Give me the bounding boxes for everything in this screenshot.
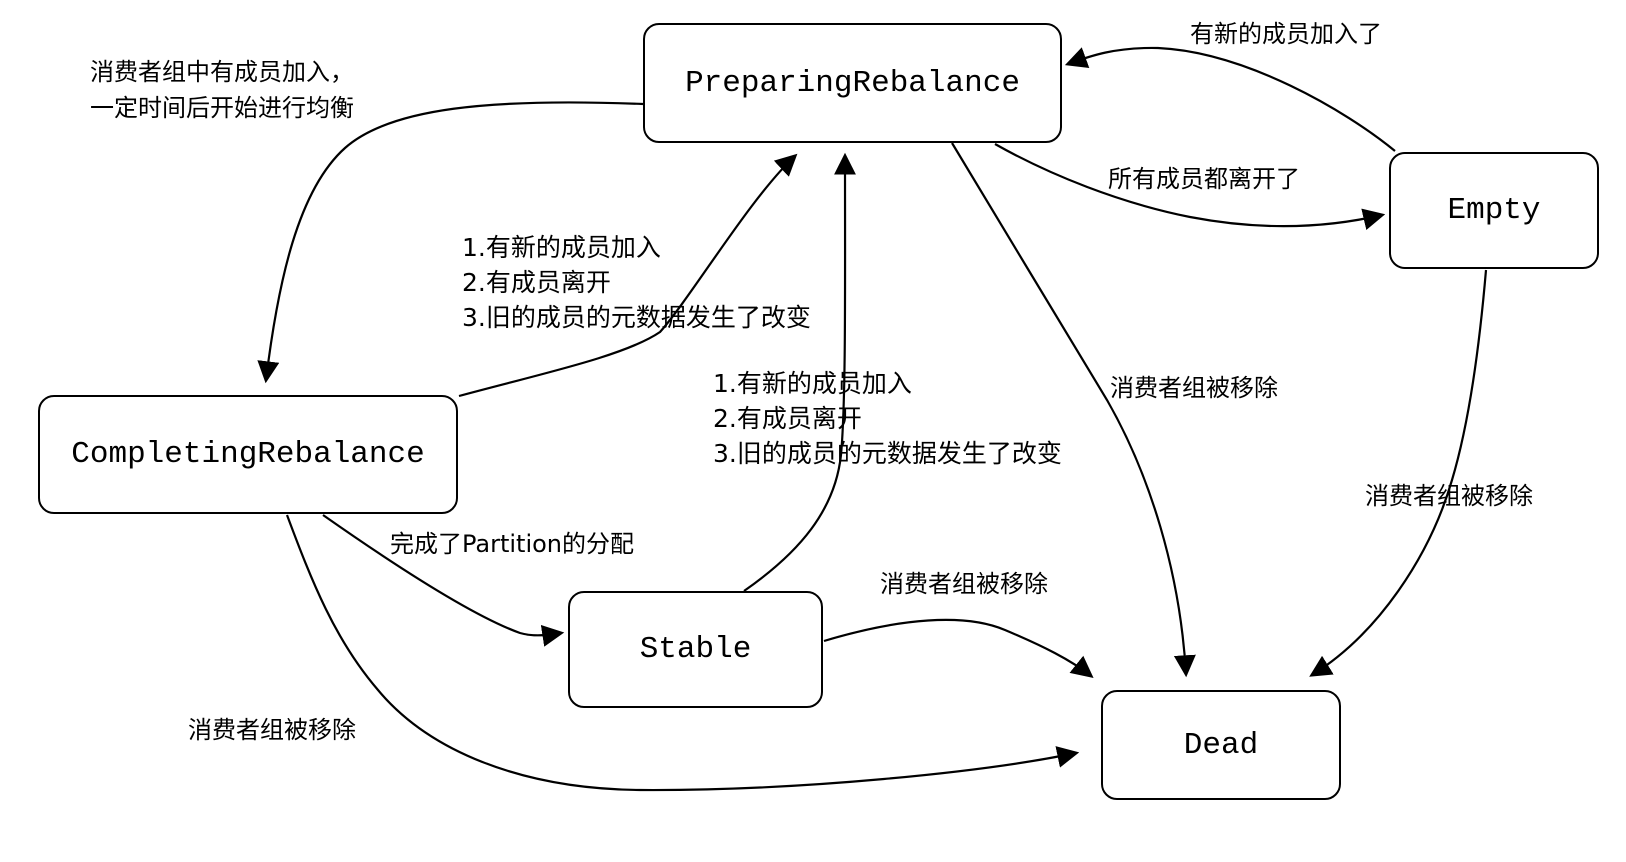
node-completing-rebalance: CompletingRebalance: [38, 395, 458, 514]
node-label: Empty: [1447, 193, 1541, 228]
edge-preparing-to-empty: [994, 143, 1386, 230]
edge-label-completing-to-dead: 消费者组被移除: [188, 716, 356, 744]
edge-empty-to-preparing: [1064, 46, 1396, 152]
edge-stable-to-preparing: [743, 152, 857, 592]
node-label: CompletingRebalance: [71, 437, 425, 472]
edge-completing-to-stable: [322, 514, 565, 647]
node-preparing-rebalance: PreparingRebalance: [643, 23, 1062, 143]
edge-label-empty-to-dead: 消费者组被移除: [1365, 482, 1533, 510]
edge-label-preparing-to-dead: 消费者组被移除: [1110, 374, 1278, 402]
edge-label-completing-to-preparing: 1.有新的成员加入 2.有成员离开 3.旧的成员的元数据发生了改变: [462, 233, 811, 332]
edge-label-completing-to-stable: 完成了Partition的分配: [390, 530, 635, 558]
edge-preparing-to-dead: [951, 142, 1196, 678]
edge-label-preparing-to-completing: 消费者组中有成员加入， 一定时间后开始进行均衡: [90, 58, 354, 122]
edge-preparing-to-completing: [257, 101, 644, 384]
edge-label-empty-to-preparing: 有新的成员加入了: [1190, 20, 1382, 48]
edge-completing-to-preparing: [458, 153, 798, 398]
node-label: PreparingRebalance: [685, 65, 1020, 101]
edge-label-stable-to-preparing: 1.有新的成员加入 2.有成员离开 3.旧的成员的元数据发生了改变: [713, 369, 1062, 468]
node-label: Stable: [639, 632, 752, 667]
node-empty: Empty: [1389, 152, 1599, 269]
edge-stable-to-dead: [823, 618, 1094, 679]
node-label: Dead: [1183, 727, 1259, 763]
edge-label-preparing-to-empty: 所有成员都离开了: [1108, 165, 1300, 193]
edge-completing-to-dead: [285, 514, 1080, 792]
node-stable: Stable: [568, 591, 823, 708]
edge-label-stable-to-dead: 消费者组被移除: [880, 570, 1048, 598]
edge-empty-to-dead: [1309, 269, 1488, 677]
node-dead: Dead: [1101, 690, 1341, 800]
